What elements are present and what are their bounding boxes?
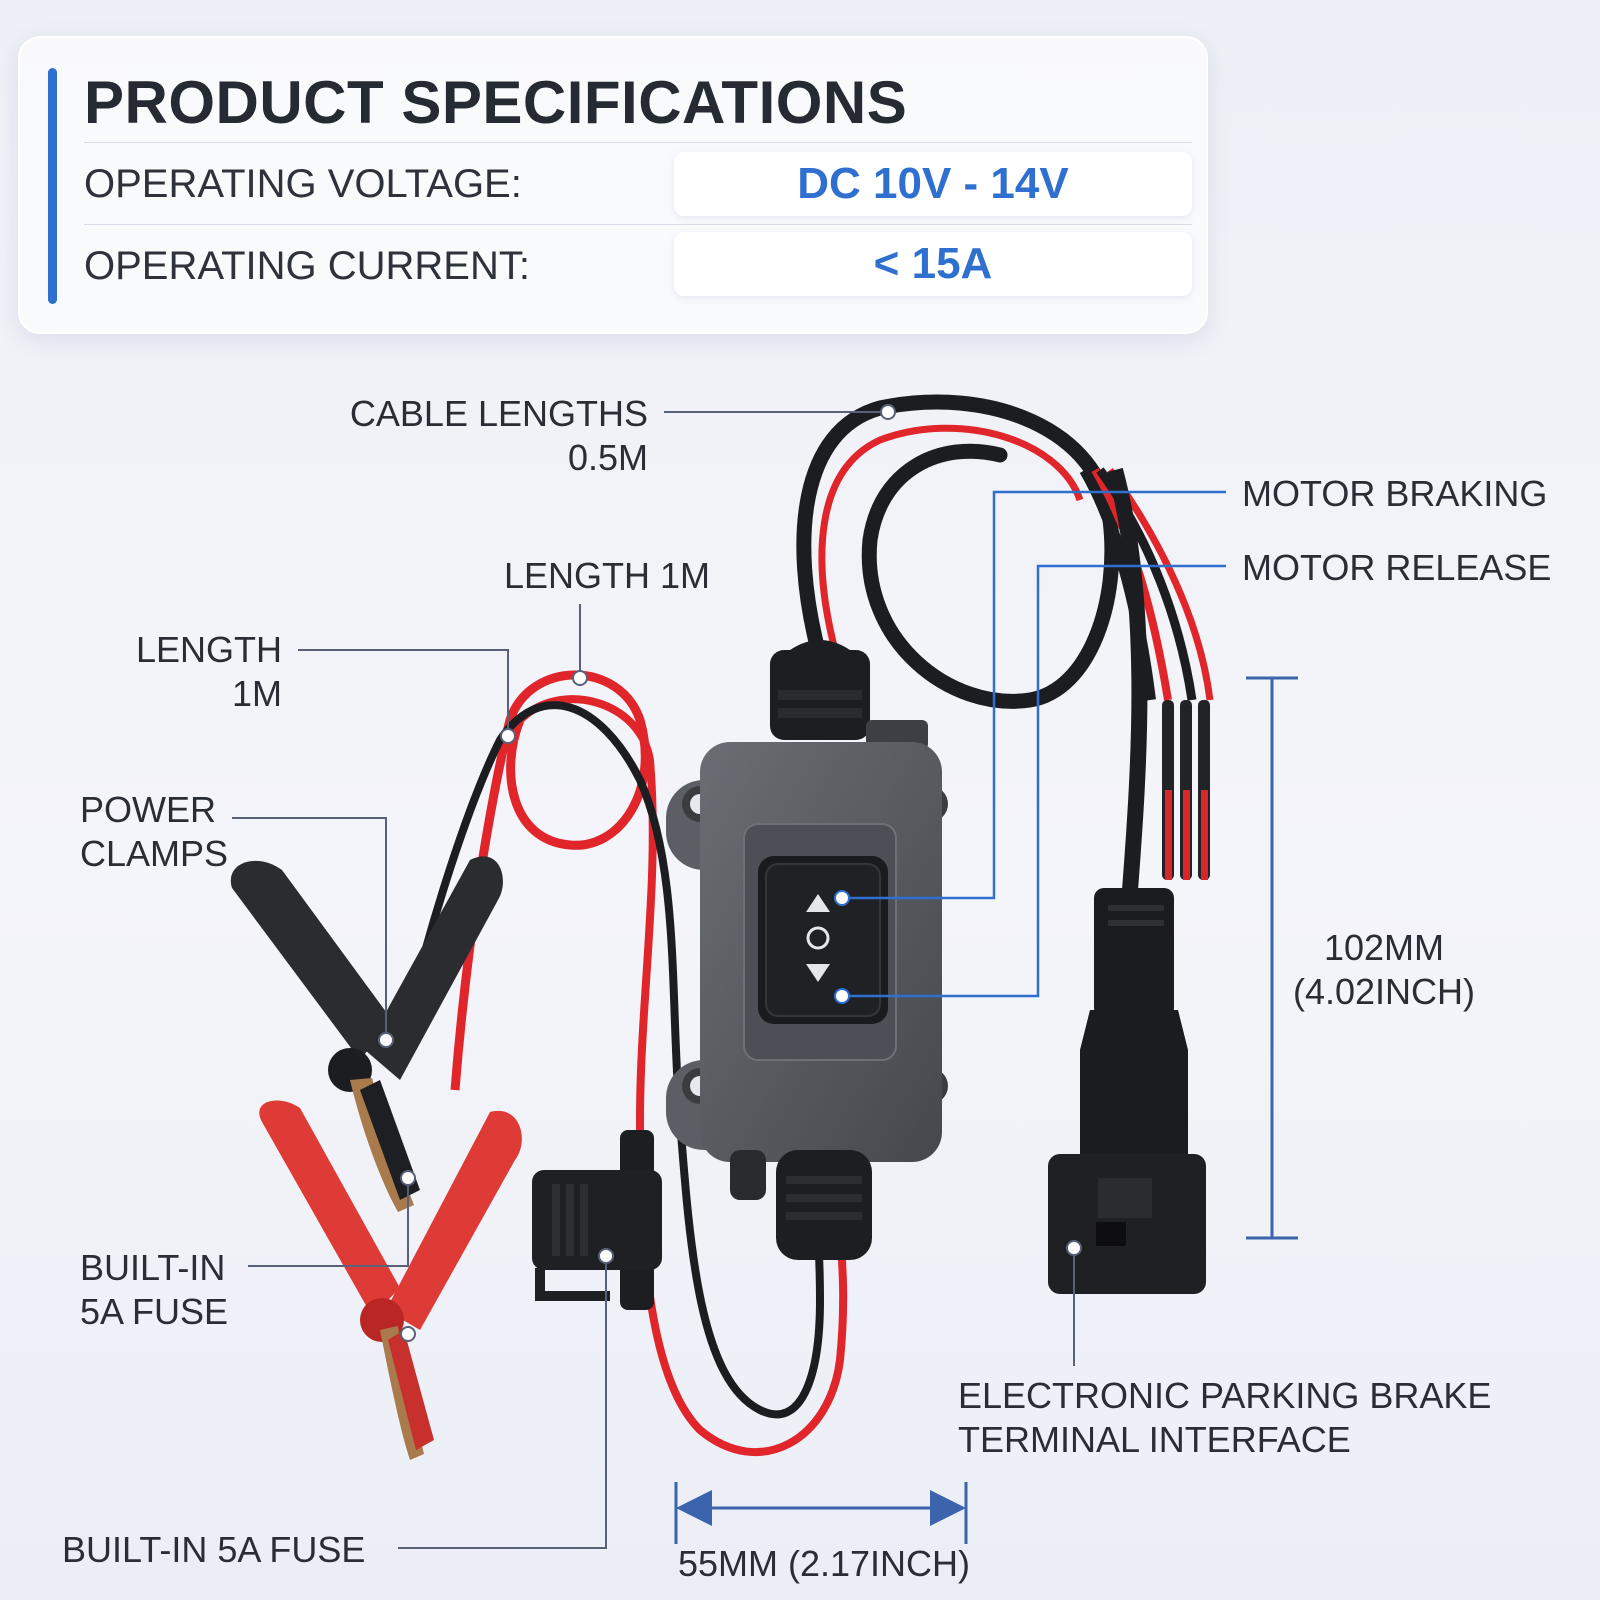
- black-clamp: [230, 856, 503, 1212]
- builtin-fuse-clamp-label: BUILT-IN: [80, 1247, 225, 1288]
- accent-bar: [48, 68, 57, 304]
- voltage-label: OPERATING VOLTAGE:: [84, 162, 522, 206]
- power-clamps-label-2: CLAMPS: [80, 833, 228, 874]
- length-1m-left-value: 1M: [232, 673, 282, 714]
- inline-fuse-holder: [532, 1130, 662, 1310]
- voltage-value-pill: DC 10V - 14V: [674, 152, 1192, 216]
- spec-divider: [84, 224, 1192, 225]
- spec-card: PRODUCT SPECIFICATIONS OPERATING VOLTAGE…: [18, 36, 1208, 334]
- length-1m-top-label: LENGTH 1M: [504, 555, 710, 596]
- motor-braking-label: MOTOR BRAKING: [1242, 473, 1547, 514]
- leader-lines: [232, 411, 1226, 1549]
- current-label: OPERATING CURRENT:: [84, 244, 530, 288]
- spec-title: PRODUCT SPECIFICATIONS: [84, 69, 908, 136]
- current-value-pill: < 15A: [674, 232, 1192, 296]
- red-clamp: [259, 1100, 522, 1460]
- terminal-interface-label: ELECTRONIC PARKING BRAKE: [958, 1375, 1491, 1416]
- cable-lengths-value: 0.5M: [568, 437, 648, 478]
- cable-lengths-label: CABLE LENGTHS: [350, 393, 648, 434]
- pigtail-connectors: [1162, 700, 1210, 880]
- callout-dots: [378, 404, 1082, 1342]
- length-1m-left-label: LENGTH: [136, 629, 282, 670]
- motor-release-label: MOTOR RELEASE: [1242, 547, 1551, 588]
- top-cable-loop: [796, 394, 1214, 891]
- circle-icon: [806, 926, 830, 950]
- current-value: < 15A: [873, 239, 993, 288]
- power-clamps-label: POWER: [80, 789, 216, 830]
- builtin-fuse-clamp-label-2: 5A FUSE: [80, 1291, 228, 1332]
- width-dimension-label: 55MM (2.17INCH): [678, 1543, 970, 1584]
- height-dimension-label: 102MM: [1324, 927, 1444, 968]
- voltage-value: DC 10V - 14V: [797, 159, 1069, 208]
- rocker-switch: [758, 856, 888, 1024]
- terminal-interface-connector: [1048, 888, 1206, 1294]
- black-wire: [396, 701, 825, 1419]
- terminal-interface-label-2: TERMINAL INTERFACE: [958, 1419, 1351, 1460]
- spec-divider: [84, 142, 1192, 143]
- triangle-down-icon: [806, 964, 830, 982]
- builtin-fuse-bottom-label: BUILT-IN 5A FUSE: [62, 1529, 365, 1570]
- height-dimension: [1246, 676, 1298, 1240]
- width-dimension: [674, 1482, 968, 1544]
- triangle-up-icon: [806, 894, 830, 912]
- height-dimension-inch: (4.02INCH): [1293, 971, 1475, 1012]
